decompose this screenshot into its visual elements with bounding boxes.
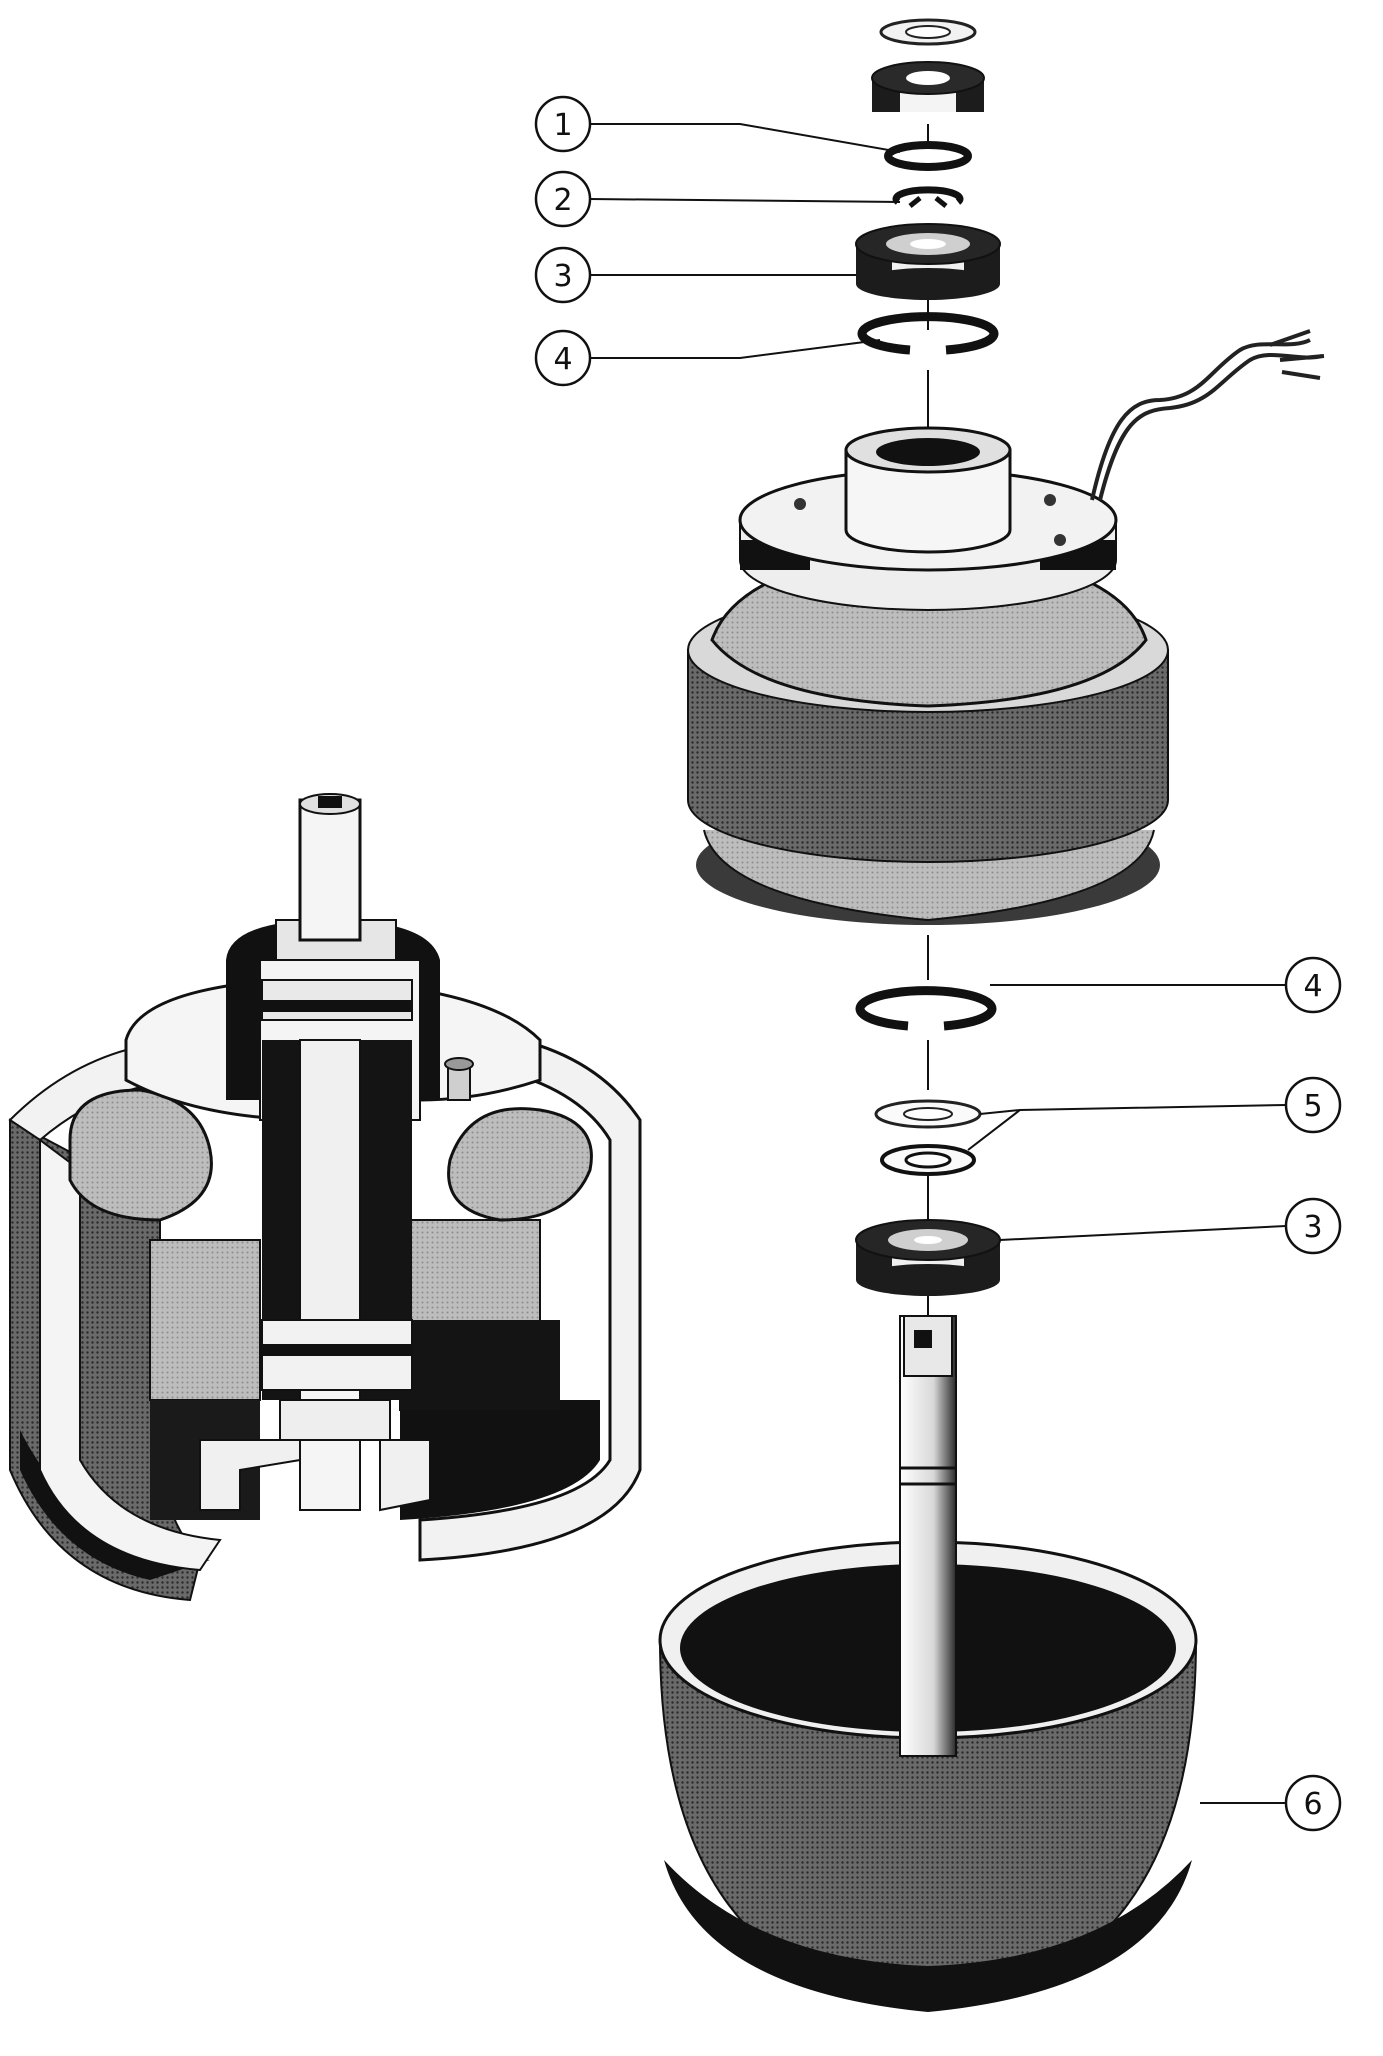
callout-number: 2 (553, 183, 572, 218)
callout-circle (1284, 1774, 1342, 1832)
callout-1: 1 (534, 95, 901, 153)
callout-circle (534, 170, 592, 228)
retaining-ring-1 (884, 141, 972, 171)
callout-number: 6 (1303, 1787, 1322, 1822)
callout-leader-line (999, 1225, 1287, 1241)
callout-5: 5 (967, 1076, 1342, 1151)
callout-number: 4 (553, 342, 572, 377)
stator-assembly (687, 426, 1169, 925)
callout-circle (534, 95, 592, 153)
callout-4: 4 (534, 329, 881, 387)
washer-5-upper (874, 1099, 982, 1129)
snap-ring-2 (892, 186, 964, 208)
callout-number: 5 (1303, 1089, 1322, 1124)
callout-number: 3 (1303, 1210, 1322, 1245)
callout-leader-line (589, 198, 901, 203)
rotor-shaft (899, 1315, 957, 1757)
lead-wires (1090, 329, 1325, 501)
callout-number: 4 (1303, 969, 1322, 1004)
callout-6: 6 (1200, 1774, 1342, 1832)
callout-2: 2 (534, 170, 901, 228)
cutaway-motor-assembly (8, 793, 642, 1602)
callout-circle (534, 246, 592, 304)
top-bearing-cap (871, 61, 985, 112)
callout-number: 3 (553, 259, 572, 294)
top-washer (879, 18, 977, 46)
callout-group: 1 2 3 4 4 5 3 6 (534, 95, 1342, 1832)
callout-circle (1284, 956, 1342, 1014)
internal-retaining-ring-4-lower (855, 986, 997, 1031)
callout-number: 1 (553, 108, 572, 143)
callout-leader-line (590, 339, 881, 359)
callout-4: 4 (990, 956, 1342, 1014)
callout-3: 3 (534, 246, 856, 304)
callout-3: 3 (999, 1197, 1342, 1255)
bearing-3-upper (855, 223, 1001, 300)
callout-leader-line (967, 1104, 1287, 1151)
callout-leader-line (590, 123, 901, 153)
callout-circle (1284, 1197, 1342, 1255)
callout-circle (534, 329, 592, 387)
rotor-cup-6 (658, 1540, 1198, 2012)
bearing-3-lower (855, 1219, 1001, 1296)
washer-5-lower (880, 1144, 976, 1176)
callout-circle (1284, 1076, 1342, 1134)
